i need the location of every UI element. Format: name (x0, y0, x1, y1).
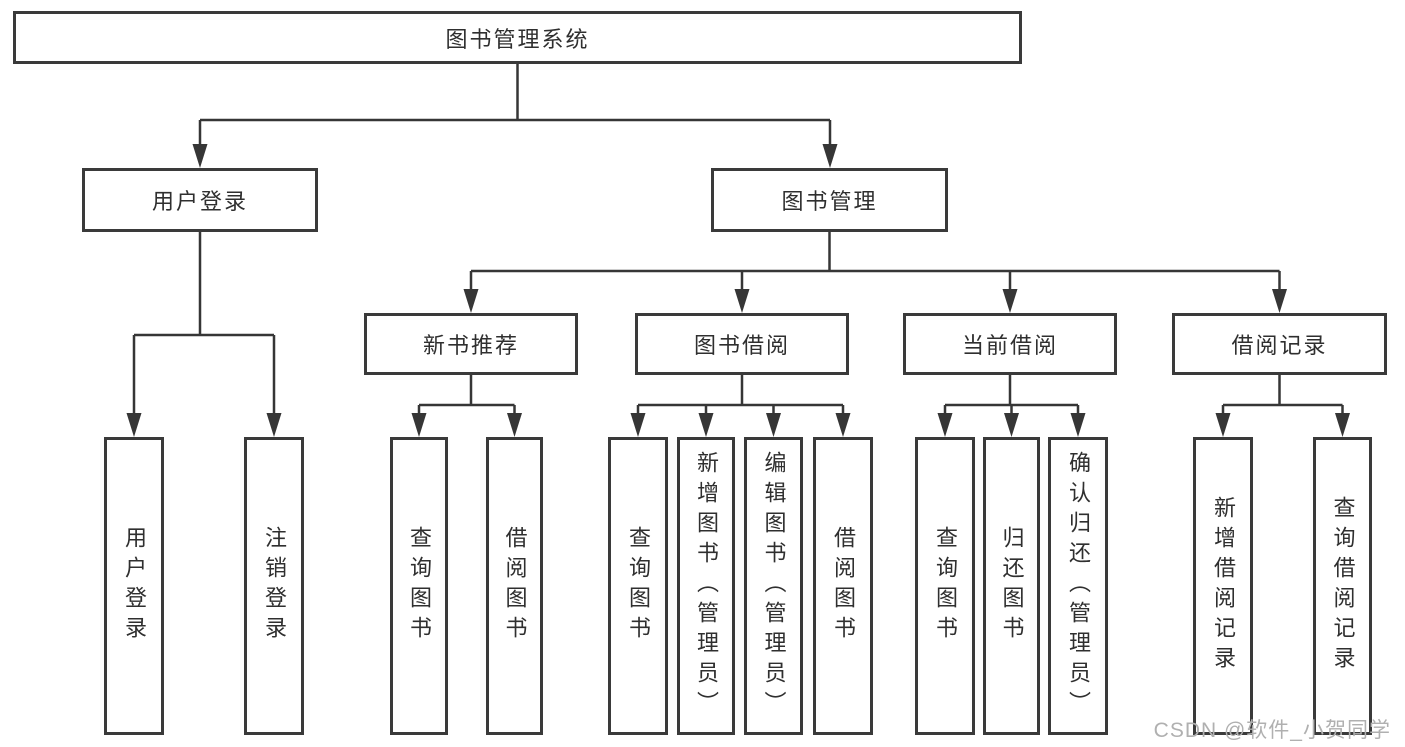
leaf-query-books-current: 查询图书 (915, 437, 975, 735)
leaf-label: 查询借阅记录 (1330, 496, 1356, 676)
leaf-label: 借阅图书 (502, 526, 528, 646)
arrowhead-icon (734, 289, 750, 313)
leaf-add-books-admin: 新增图书（管理员） (677, 437, 735, 735)
leaf-query-borrowing-record: 查询借阅记录 (1313, 437, 1372, 735)
leaf-add-borrowing-record: 新增借阅记录 (1193, 437, 1253, 735)
node-label: 借阅记录 (1231, 333, 1328, 358)
node-book-management: 图书管理 (711, 168, 948, 232)
leaf-logout: 注销登录 (244, 437, 304, 735)
arrowhead-icon (835, 413, 851, 437)
node-label: 当前借阅 (961, 333, 1058, 358)
connector-root-to-level2 (198, 64, 832, 150)
leaf-label: 注销登录 (262, 526, 287, 646)
arrowhead-icon (630, 413, 646, 437)
arrowhead-icon (937, 413, 953, 437)
leaf-query-books-recommendation: 查询图书 (390, 437, 448, 735)
leaf-edit-books-admin: 编辑图书（管理员） (744, 437, 803, 735)
node-current-borrowing: 当前借阅 (903, 313, 1117, 375)
connector-login-to-leaves (132, 232, 276, 419)
leaf-label: 查询图书 (626, 526, 651, 646)
arrowhead-icon (192, 144, 208, 168)
leaf-borrow-books-recommendation: 借阅图书 (486, 437, 543, 735)
leaf-label: 确认归还（管理员） (1066, 451, 1091, 721)
arrowhead-icon (698, 413, 714, 437)
leaf-borrow-books-borrowing: 借阅图书 (813, 437, 873, 735)
arrowhead-icon (1002, 289, 1018, 313)
leaf-label: 归还图书 (999, 526, 1025, 646)
arrowheads (126, 144, 1350, 437)
node-label: 图书管理系统 (445, 26, 590, 52)
connector-mgmt-to-level3 (469, 232, 1281, 295)
arrowhead-icon (1215, 413, 1231, 437)
leaf-user-login: 用户登录 (104, 437, 164, 735)
leaf-confirm-return-admin: 确认归还（管理员） (1048, 437, 1108, 735)
arrowhead-icon (463, 289, 479, 313)
arrowhead-icon (126, 413, 142, 437)
node-label: 图书管理 (781, 189, 878, 214)
arrowhead-icon (1004, 413, 1019, 437)
arrowhead-icon (1335, 413, 1350, 437)
arrowhead-icon (766, 413, 781, 437)
leaf-query-books-borrowing: 查询图书 (608, 437, 668, 735)
arrowhead-icon (1272, 289, 1287, 313)
leaf-label: 新增借阅记录 (1211, 496, 1236, 676)
leaf-label: 借阅图书 (831, 526, 856, 646)
connector-rec-to-leaves (417, 375, 516, 419)
node-borrowing-records: 借阅记录 (1172, 313, 1387, 375)
arrowhead-icon (411, 413, 427, 437)
connector-records-to-leaves (1221, 375, 1344, 419)
node-label: 新书推荐 (422, 333, 519, 358)
leaf-return-books: 归还图书 (983, 437, 1040, 735)
node-library-management-system: 图书管理系统 (13, 11, 1022, 64)
node-book-borrowing: 图书借阅 (635, 313, 849, 375)
node-label: 图书借阅 (693, 333, 790, 358)
node-label: 用户登录 (151, 189, 248, 214)
leaf-label: 编辑图书（管理员） (761, 451, 787, 721)
arrowhead-icon (507, 413, 522, 437)
arrowhead-icon (822, 144, 838, 168)
node-new-book-recommendation: 新书推荐 (364, 313, 578, 375)
arrowhead-icon (266, 413, 282, 437)
node-user-login: 用户登录 (82, 168, 318, 232)
connector-current-to-leaves (943, 375, 1080, 419)
watermark: CSDN @软件_小贺同学 (1153, 719, 1391, 742)
connector-borrow-to-leaves (636, 375, 845, 419)
leaf-label: 新增图书（管理员） (694, 451, 719, 721)
arrowhead-icon (1070, 413, 1086, 437)
leaf-label: 查询图书 (933, 526, 958, 646)
leaf-label: 用户登录 (122, 526, 147, 646)
leaf-label: 查询图书 (407, 526, 432, 646)
